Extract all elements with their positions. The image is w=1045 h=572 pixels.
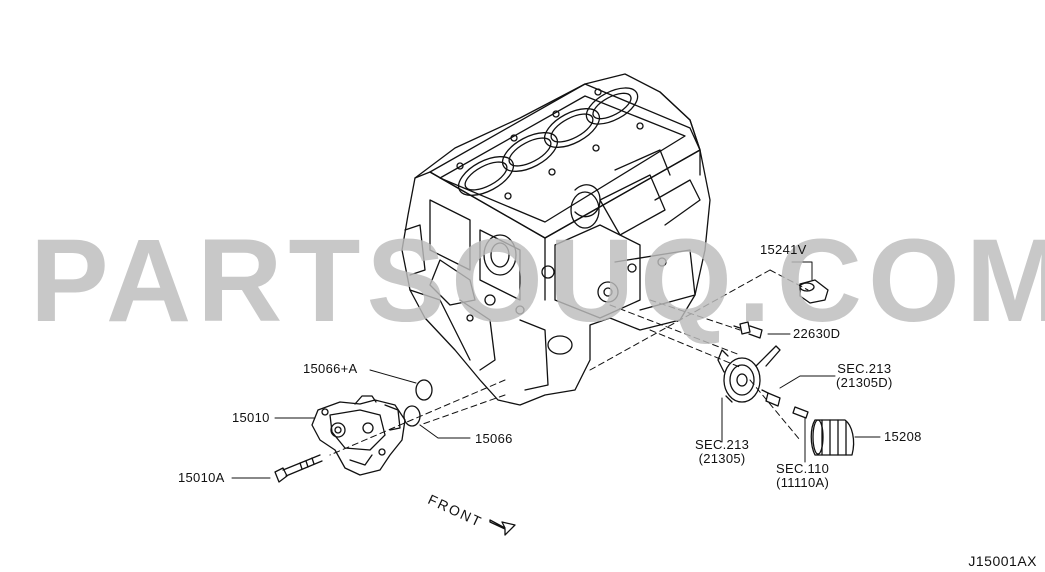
label-15066a: 15066+A (303, 361, 358, 376)
engine-block (401, 73, 711, 406)
label-sec213-21305d: SEC.213 (21305D) (836, 362, 893, 390)
label-sec213-21305: SEC.213 (21305) (695, 438, 749, 466)
leader-lines (231, 261, 881, 479)
label-sec110-11110a-line1: SEC.110 (776, 461, 830, 476)
label-15066: 15066 (475, 431, 513, 446)
o-ring-15066a (415, 379, 433, 401)
front-arrow-icon (489, 519, 516, 536)
oil-filter-15208 (810, 419, 855, 456)
part-22630d-sensor (733, 321, 763, 339)
label-sec213-21305-line1: SEC.213 (695, 437, 750, 452)
oil-filter-stud (792, 406, 809, 419)
label-22630d: 22630D (793, 326, 841, 341)
label-15208: 15208 (884, 429, 922, 444)
oil-pump-15010 (311, 395, 406, 476)
label-15010: 15010 (232, 410, 270, 425)
part-15241v-plug (799, 279, 829, 304)
bolt-15010a (274, 454, 323, 483)
label-sec110-11110a: SEC.110 (11110A) (776, 462, 829, 490)
label-sec213-21305d-line2: (21305D) (836, 375, 893, 390)
label-sec213-21305d-line1: SEC.213 (837, 361, 892, 376)
o-ring-15066 (403, 405, 421, 427)
watermark: PARTSOUQ.COM (30, 215, 1045, 347)
label-15010a: 15010A (178, 470, 225, 485)
label-15241v: 15241V (760, 242, 807, 257)
cooler-bolt (761, 389, 781, 407)
diagram-code: J15001AX (968, 553, 1037, 569)
label-sec110-11110a-line2: (11110A) (776, 475, 830, 490)
oil-cooler (717, 345, 781, 403)
label-sec213-21305-line2: (21305) (698, 451, 746, 466)
